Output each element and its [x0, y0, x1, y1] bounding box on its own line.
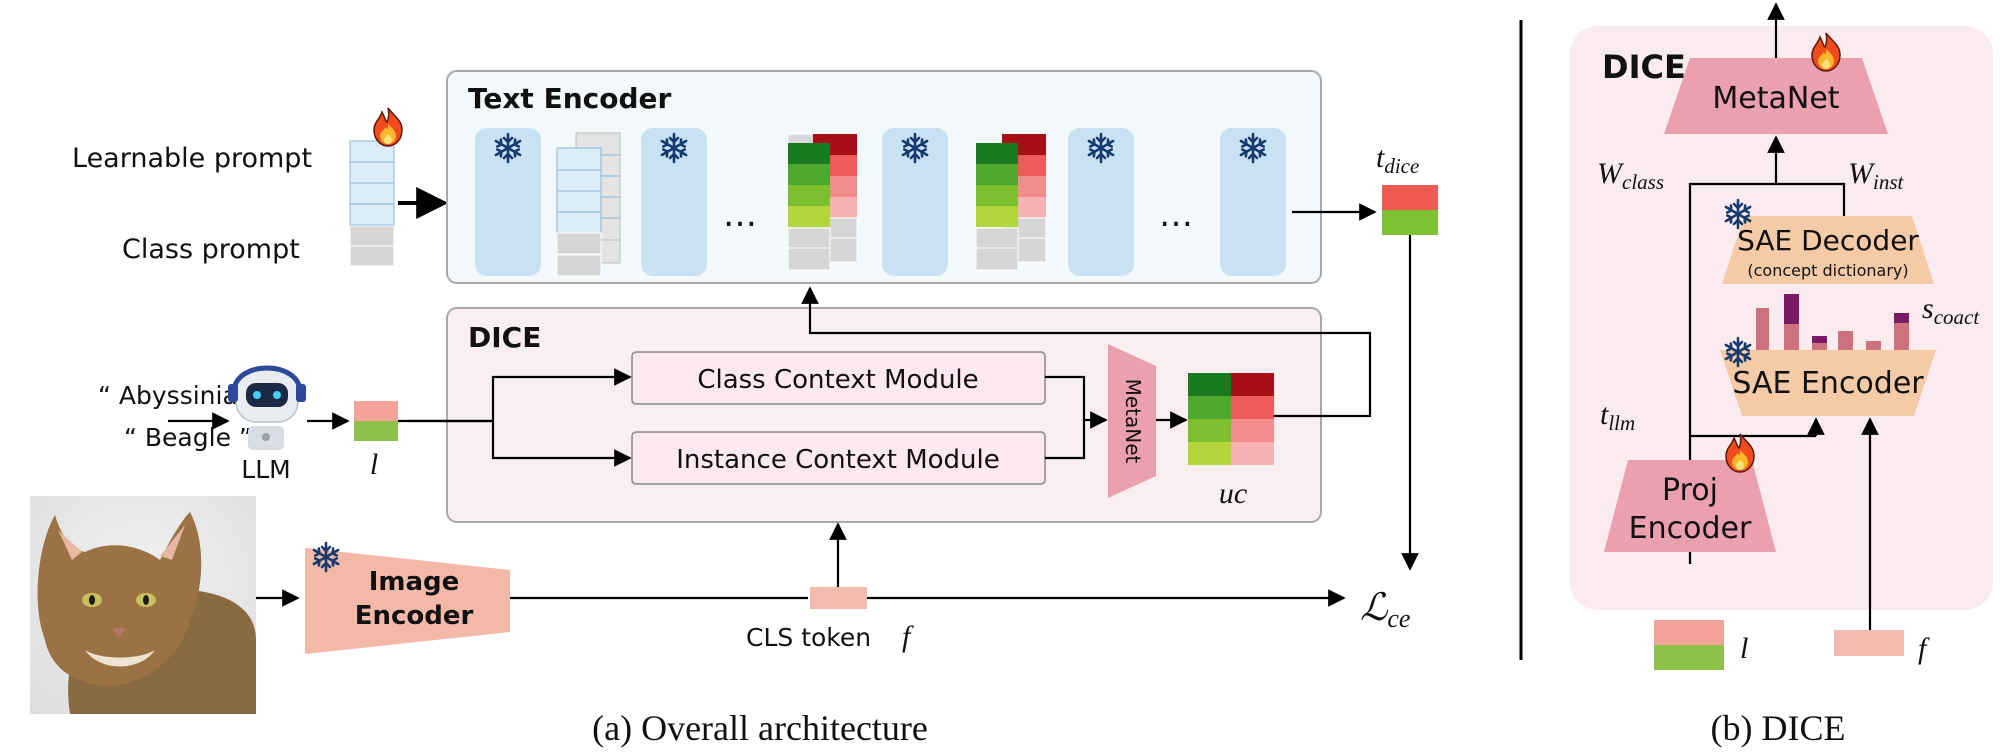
sae-decoder-note: (concept dictionary)	[1747, 261, 1908, 280]
dice-detail-title: DICE	[1602, 48, 1686, 86]
dice-flow-arrows	[408, 286, 1372, 467]
bar-highlight	[1784, 294, 1799, 324]
class-context-module-label: Class Context Module	[697, 365, 978, 395]
metanet-detail-block	[1664, 58, 1888, 134]
ellipsis: …	[1159, 195, 1193, 235]
sae-encoder-block	[1720, 350, 1936, 416]
cat-photo	[30, 496, 256, 714]
fire-icon	[373, 107, 403, 147]
caption-dice: (b) DICE	[1711, 708, 1846, 748]
loss-label: ℒce	[1360, 587, 1410, 633]
l-label: l	[370, 448, 378, 481]
f-input-label: f	[1918, 632, 1930, 665]
w-inst-label: Winst	[1848, 157, 1905, 194]
robot-icon	[228, 365, 306, 450]
ellipsis: …	[723, 195, 757, 235]
frozen-layer-block	[1220, 128, 1286, 276]
proj-encoder-block	[1604, 460, 1776, 552]
l-token-red	[354, 401, 398, 421]
l-token-red	[1654, 620, 1724, 645]
llm-label: LLM	[241, 455, 290, 484]
intermediate-prompt-stack	[556, 132, 621, 277]
frozen-layer-block	[1068, 128, 1134, 276]
uc-token-grid	[1188, 373, 1274, 465]
sae-encoder-label: SAE Encoder	[1732, 366, 1924, 401]
image-encoder-block	[305, 548, 510, 654]
sae-decoder-block	[1722, 216, 1934, 284]
text-encoder-title: Text Encoder	[468, 82, 671, 115]
proj-encoder-label-line2: Encoder	[1629, 511, 1752, 546]
s-coact-label: scoact	[1922, 292, 1980, 329]
class-prompt-label: Class prompt	[122, 234, 300, 265]
context-token-stack	[787, 133, 858, 271]
t-dice-token-green	[1382, 210, 1438, 235]
image-encoder-label-line1: Image	[369, 567, 460, 597]
learnable-prompt-label: Learnable prompt	[72, 143, 312, 174]
frozen-layer-block	[475, 128, 541, 276]
metanet-block	[1108, 344, 1156, 498]
l-input-label: l	[1740, 632, 1748, 665]
dice-panel-title: DICE	[468, 321, 541, 354]
l-token-green	[354, 421, 398, 441]
proj-encoder-label-line1: Proj	[1662, 473, 1718, 508]
cls-token-label: CLS token	[746, 623, 871, 652]
frozen-layer-block	[641, 128, 707, 276]
f-token	[1834, 630, 1904, 656]
t-dice-label: tdice	[1376, 141, 1419, 178]
caption-overall: (a) Overall architecture	[592, 708, 928, 748]
f-label: f	[902, 620, 914, 653]
metanet-label: MetaNet	[1121, 379, 1145, 464]
classname-beagle: “ Beagle ”	[124, 423, 252, 452]
t-dice-token-red	[1382, 185, 1438, 210]
frozen-layers	[475, 128, 1286, 276]
bar	[1866, 341, 1881, 350]
sae-decoder-label: SAE Decoder	[1737, 224, 1919, 257]
bar	[1838, 331, 1853, 350]
uc-label: uc	[1219, 477, 1247, 510]
bar	[1756, 308, 1769, 350]
l-token-green	[1654, 645, 1724, 670]
w-class-label: Wclass	[1597, 157, 1664, 194]
coactivation-bars	[1756, 294, 1909, 350]
cls-token	[810, 587, 867, 609]
bar-highlight	[1812, 336, 1827, 343]
metanet-detail-label: MetaNet	[1712, 81, 1839, 116]
prompt-token-stack	[349, 140, 395, 267]
frozen-layer-block	[882, 128, 948, 276]
context-token-stack	[975, 133, 1047, 271]
instance-context-module-label: Instance Context Module	[676, 445, 1000, 475]
bar-highlight	[1894, 313, 1909, 323]
t-llm-label: tllm	[1600, 398, 1635, 435]
image-encoder-label-line2: Encoder	[355, 601, 474, 631]
